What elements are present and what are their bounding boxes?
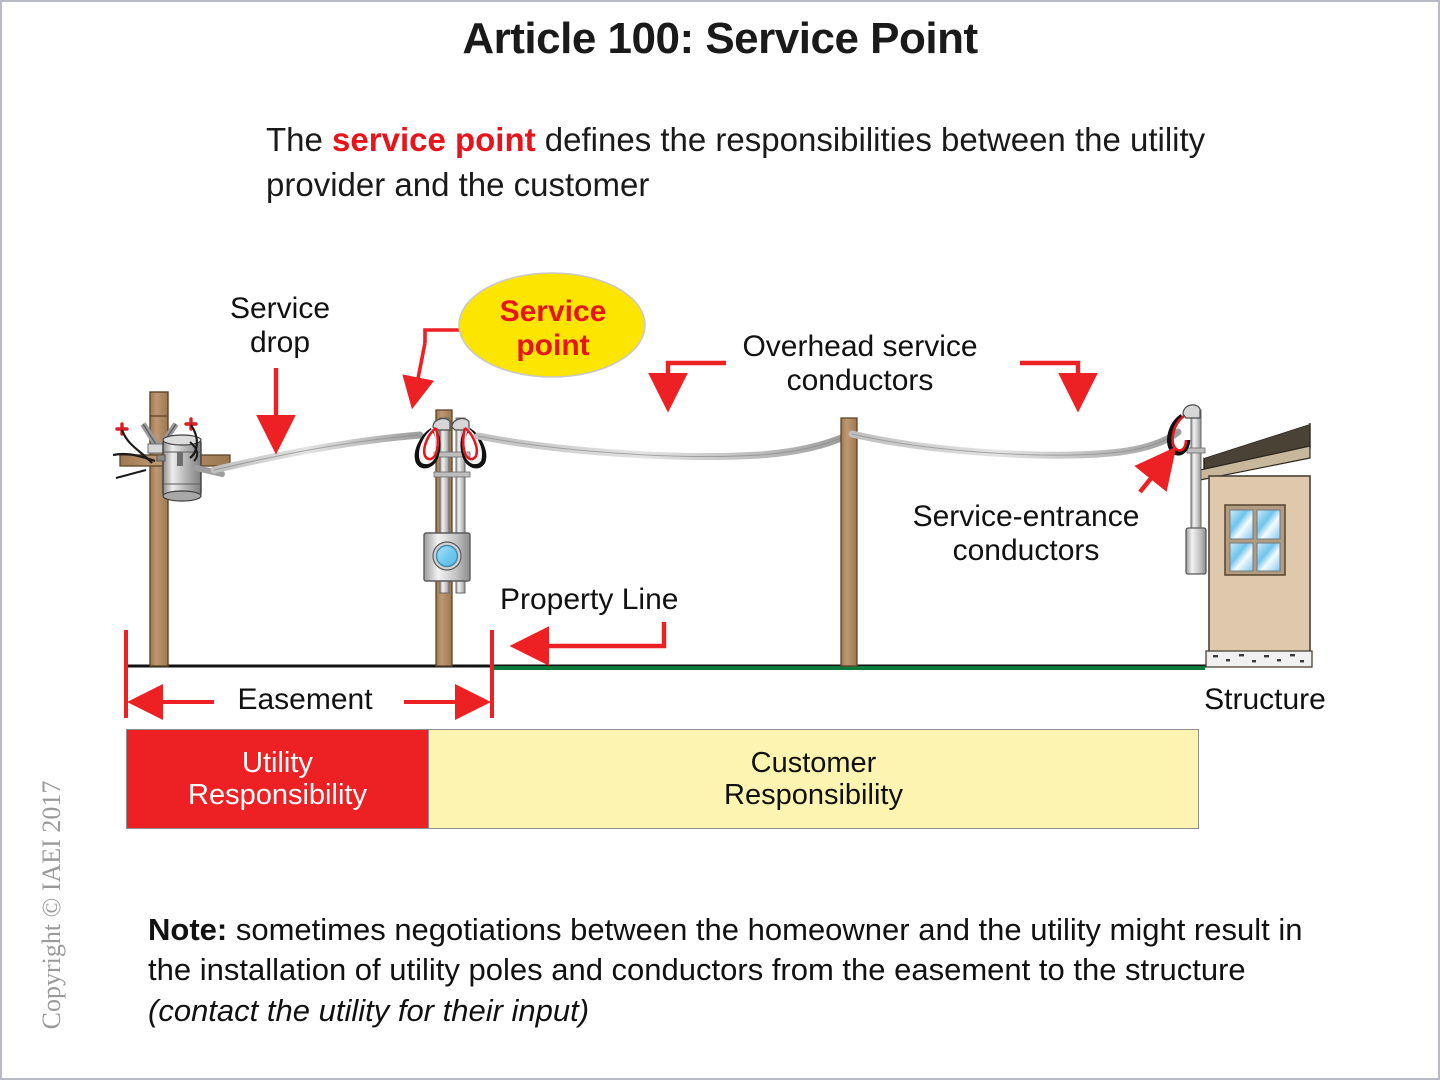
utility-responsibility-label: Utility Responsibility: [188, 746, 367, 811]
overhead-service-conductor-span-1: [474, 432, 850, 460]
customer-responsibility-label: Customer Responsibility: [724, 746, 903, 811]
service-point-ellipse: [458, 272, 646, 378]
copyright-notice: Copyright © IAEI 2017: [37, 780, 66, 1030]
label-property-line: Property Line: [500, 583, 679, 616]
customer-responsibility-band: Customer Responsibility: [429, 729, 1199, 829]
meter-glass: [435, 544, 459, 568]
note-italic-tail: (contact the utility for their input): [148, 992, 590, 1028]
subtitle-highlight: service point: [332, 121, 536, 158]
label-easement: Easement: [237, 683, 373, 716]
intermediate-pole: [840, 417, 858, 667]
service-point-callout: [402, 272, 646, 410]
subtitle-part2: defines the responsibilities between the…: [266, 121, 1206, 203]
drip-loop-right: [460, 426, 487, 469]
property-line-arrow: [509, 622, 667, 666]
utility-pole-with-transformer: [112, 391, 231, 667]
drip-loop-left: [414, 426, 441, 469]
overhead-conductors-arrow-right: [1020, 360, 1098, 413]
label-service-entrance-conductors: Service-entrance conductors: [912, 500, 1140, 567]
label-overhead-service-conductors: Overhead service conductors: [742, 330, 978, 397]
ground-lines: [126, 664, 1210, 670]
note-prefix: Note:: [148, 912, 228, 947]
utility-responsibility-band: Utility Responsibility: [126, 729, 429, 829]
service-point-pole: [414, 409, 487, 667]
easement-dimension: [124, 630, 494, 720]
label-service-drop: Service drop: [229, 292, 331, 359]
note-text: Note: sometimes negotiations between the…: [148, 910, 1328, 1031]
overhead-conductors-arrow-left: [648, 360, 726, 413]
service-entrance-arrow: [1134, 446, 1177, 494]
service-drop-conductor: [210, 431, 424, 474]
subtitle-part1: The: [266, 121, 333, 158]
structure-building: [1167, 404, 1313, 668]
note-body: sometimes negotiations between the homeo…: [148, 912, 1303, 988]
label-service-point: Service point: [499, 295, 607, 363]
subtitle-text: The service point defines the responsibi…: [266, 118, 1226, 207]
page-title: Article 100: Service Point: [462, 14, 978, 63]
label-structure: Structure: [1204, 683, 1326, 716]
